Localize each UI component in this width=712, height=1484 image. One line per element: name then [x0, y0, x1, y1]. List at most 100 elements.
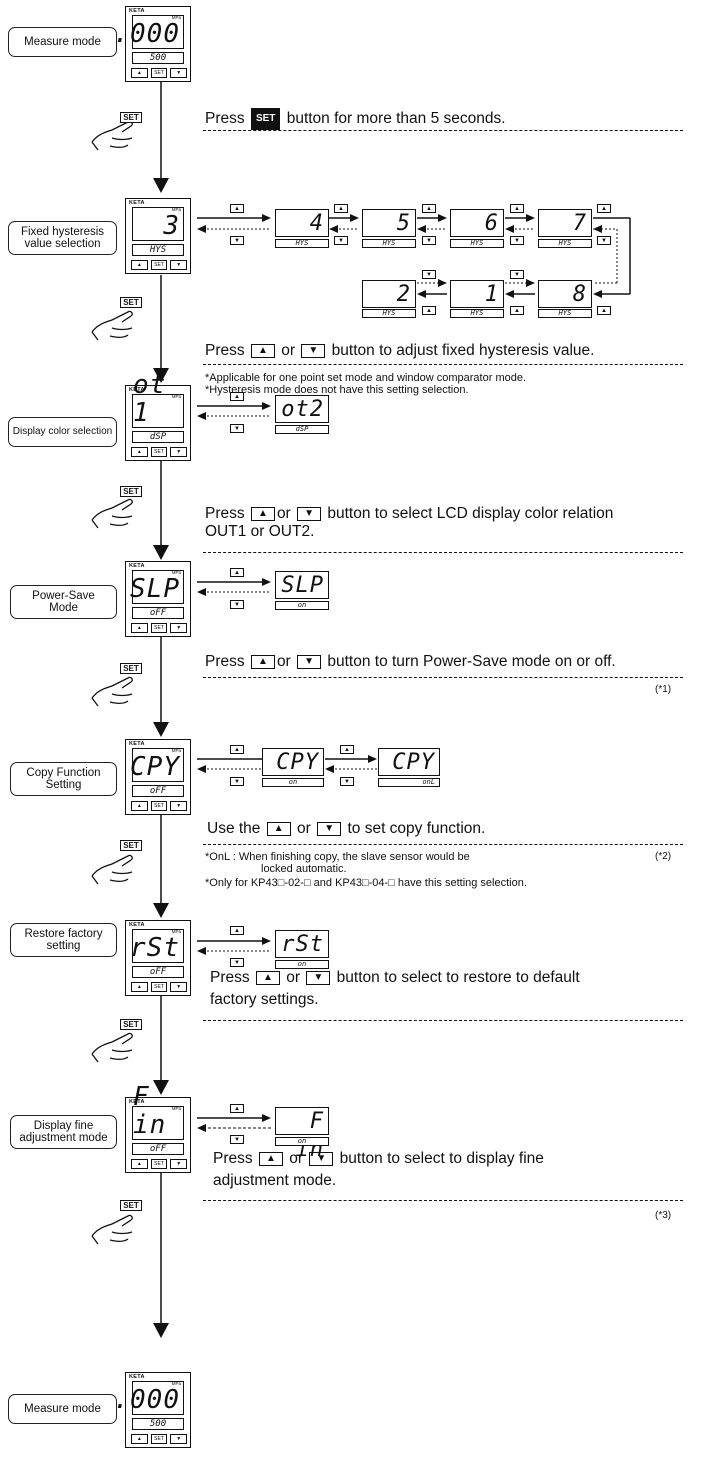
down-key-icon: ▼ — [340, 777, 354, 786]
down-button[interactable]: ▼ — [170, 623, 188, 633]
note: *Only for KP43□-02-□ and KP43□-04-□ have… — [205, 877, 527, 889]
copy-alt-display-1: CPY — [262, 748, 324, 776]
down-key-icon: ▼ — [510, 236, 524, 245]
set-button[interactable]: SET — [150, 68, 168, 78]
hys-display-1: 1 — [450, 280, 504, 308]
device-main-display: CPY — [130, 748, 184, 782]
hys-display-5: 5 — [362, 209, 416, 237]
hys-sub-6: HYS — [450, 239, 504, 248]
device-main-display: rSt — [130, 929, 184, 963]
device-unit: MPa — [171, 929, 181, 934]
divider — [203, 677, 683, 678]
power-alt-sub: on — [275, 601, 329, 610]
down-key-icon: ▼ — [297, 654, 322, 669]
device-buttons: ▲SET▼ — [131, 801, 188, 811]
set-button[interactable]: SET — [150, 260, 168, 270]
instr-text: Press — [213, 1150, 253, 1167]
device-unit: MPa — [171, 1106, 181, 1111]
up-button[interactable]: ▲ — [131, 447, 148, 457]
set-button[interactable]: SET — [150, 623, 168, 633]
instr-text: button to select LCD display color relat… — [327, 505, 614, 522]
down-button[interactable]: ▼ — [170, 1434, 188, 1444]
note: locked automatic. — [261, 863, 347, 875]
hand-press-icon — [88, 490, 148, 537]
down-button[interactable]: ▼ — [170, 68, 188, 78]
device-brand: KETA — [129, 1099, 145, 1105]
up-button[interactable]: ▲ — [131, 982, 148, 992]
label-text: Measure mode — [24, 1403, 101, 1415]
label-text: Measure mode — [24, 36, 101, 48]
instr-text: to set copy function. — [347, 820, 486, 837]
device-sub-display: oFF — [132, 607, 184, 619]
set-button[interactable]: SET — [150, 1159, 168, 1169]
device-brand: KETA — [129, 563, 145, 569]
up-key-icon: ▲ — [510, 306, 524, 315]
up-key-icon: ▲ — [230, 204, 244, 213]
instruction-6-line2: factory settings. — [210, 991, 319, 1008]
up-key-icon: ▲ — [597, 306, 611, 315]
divider — [203, 1020, 683, 1021]
footnote-ref: (*1) — [655, 684, 672, 695]
down-button[interactable]: ▼ — [170, 801, 188, 811]
device-sub-display: dSP — [132, 431, 184, 443]
up-key-icon: ▲ — [422, 306, 436, 315]
up-key-icon: ▲ — [334, 204, 348, 213]
set-key-icon: SET — [120, 840, 142, 851]
device-sub-display: oFF — [132, 785, 184, 797]
device-main-display: 3 — [132, 207, 184, 241]
instruction-5: Use the ▲ or ▼ to set copy function. — [207, 820, 485, 838]
divider — [203, 1200, 683, 1201]
down-button[interactable]: ▼ — [170, 447, 188, 457]
hys-sub-7: HYS — [538, 239, 592, 248]
note: *Hysteresis mode does not have this sett… — [205, 384, 469, 396]
instruction-1: Press SET button for more than 5 seconds… — [205, 108, 506, 130]
divider — [203, 844, 683, 845]
down-key-icon: ▼ — [230, 600, 244, 609]
hys-sub-2: HYS — [362, 309, 416, 318]
device-sub-display: oFF — [132, 966, 184, 978]
set-button[interactable]: SET — [150, 801, 168, 811]
device-main-display: ot 1 — [132, 371, 184, 428]
footnote-ref: (*3) — [655, 1210, 672, 1221]
down-key-icon: ▼ — [422, 236, 436, 245]
device-unit: MPa — [171, 15, 181, 20]
up-key-icon: ▲ — [255, 970, 280, 985]
up-button[interactable]: ▲ — [131, 623, 148, 633]
color-alt-display: ot2 — [275, 395, 329, 423]
set-button[interactable]: SET — [150, 982, 168, 992]
hys-display-7: 7 — [538, 209, 592, 237]
device-brand: KETA — [129, 1374, 145, 1380]
down-button[interactable]: ▼ — [170, 1159, 188, 1169]
up-key-icon: ▲ — [258, 1151, 283, 1166]
device-sub-display: HYS — [132, 244, 184, 256]
up-button[interactable]: ▲ — [131, 260, 148, 270]
up-button[interactable]: ▲ — [131, 801, 148, 811]
down-key-icon: ▼ — [230, 958, 244, 967]
set-button[interactable]: SET — [150, 1434, 168, 1444]
step-label-copy: Copy Function Setting — [10, 762, 117, 796]
device-sub-display: 500 — [132, 1418, 184, 1430]
up-button[interactable]: ▲ — [131, 68, 148, 78]
down-button[interactable]: ▼ — [170, 260, 188, 270]
set-button[interactable]: SET — [150, 447, 168, 457]
up-key-icon: ▲ — [230, 568, 244, 577]
device-sub-display: oFF — [132, 1143, 184, 1155]
up-button[interactable]: ▲ — [131, 1159, 148, 1169]
up-button[interactable]: ▲ — [131, 1434, 148, 1444]
device-main-display: .000 — [113, 1381, 184, 1415]
color-alt-sub: dSP — [275, 425, 329, 434]
down-button[interactable]: ▼ — [170, 982, 188, 992]
hys-sub-5: HYS — [362, 239, 416, 248]
divider — [203, 364, 683, 365]
step-label-power: Power-Save Mode — [10, 585, 117, 619]
instr-text: Press — [205, 342, 245, 359]
up-key-icon: ▲ — [510, 204, 524, 213]
power-alt-display: SLP — [275, 571, 329, 599]
hys-display-6: 6 — [450, 209, 504, 237]
device-buttons: ▲SET▼ — [131, 982, 188, 992]
down-key-icon: ▼ — [230, 777, 244, 786]
device-buttons: ▲SET▼ — [131, 1159, 188, 1169]
instr-text: button to turn Power-Save mode on or off… — [327, 653, 616, 670]
set-key-icon: SET — [120, 1200, 142, 1211]
